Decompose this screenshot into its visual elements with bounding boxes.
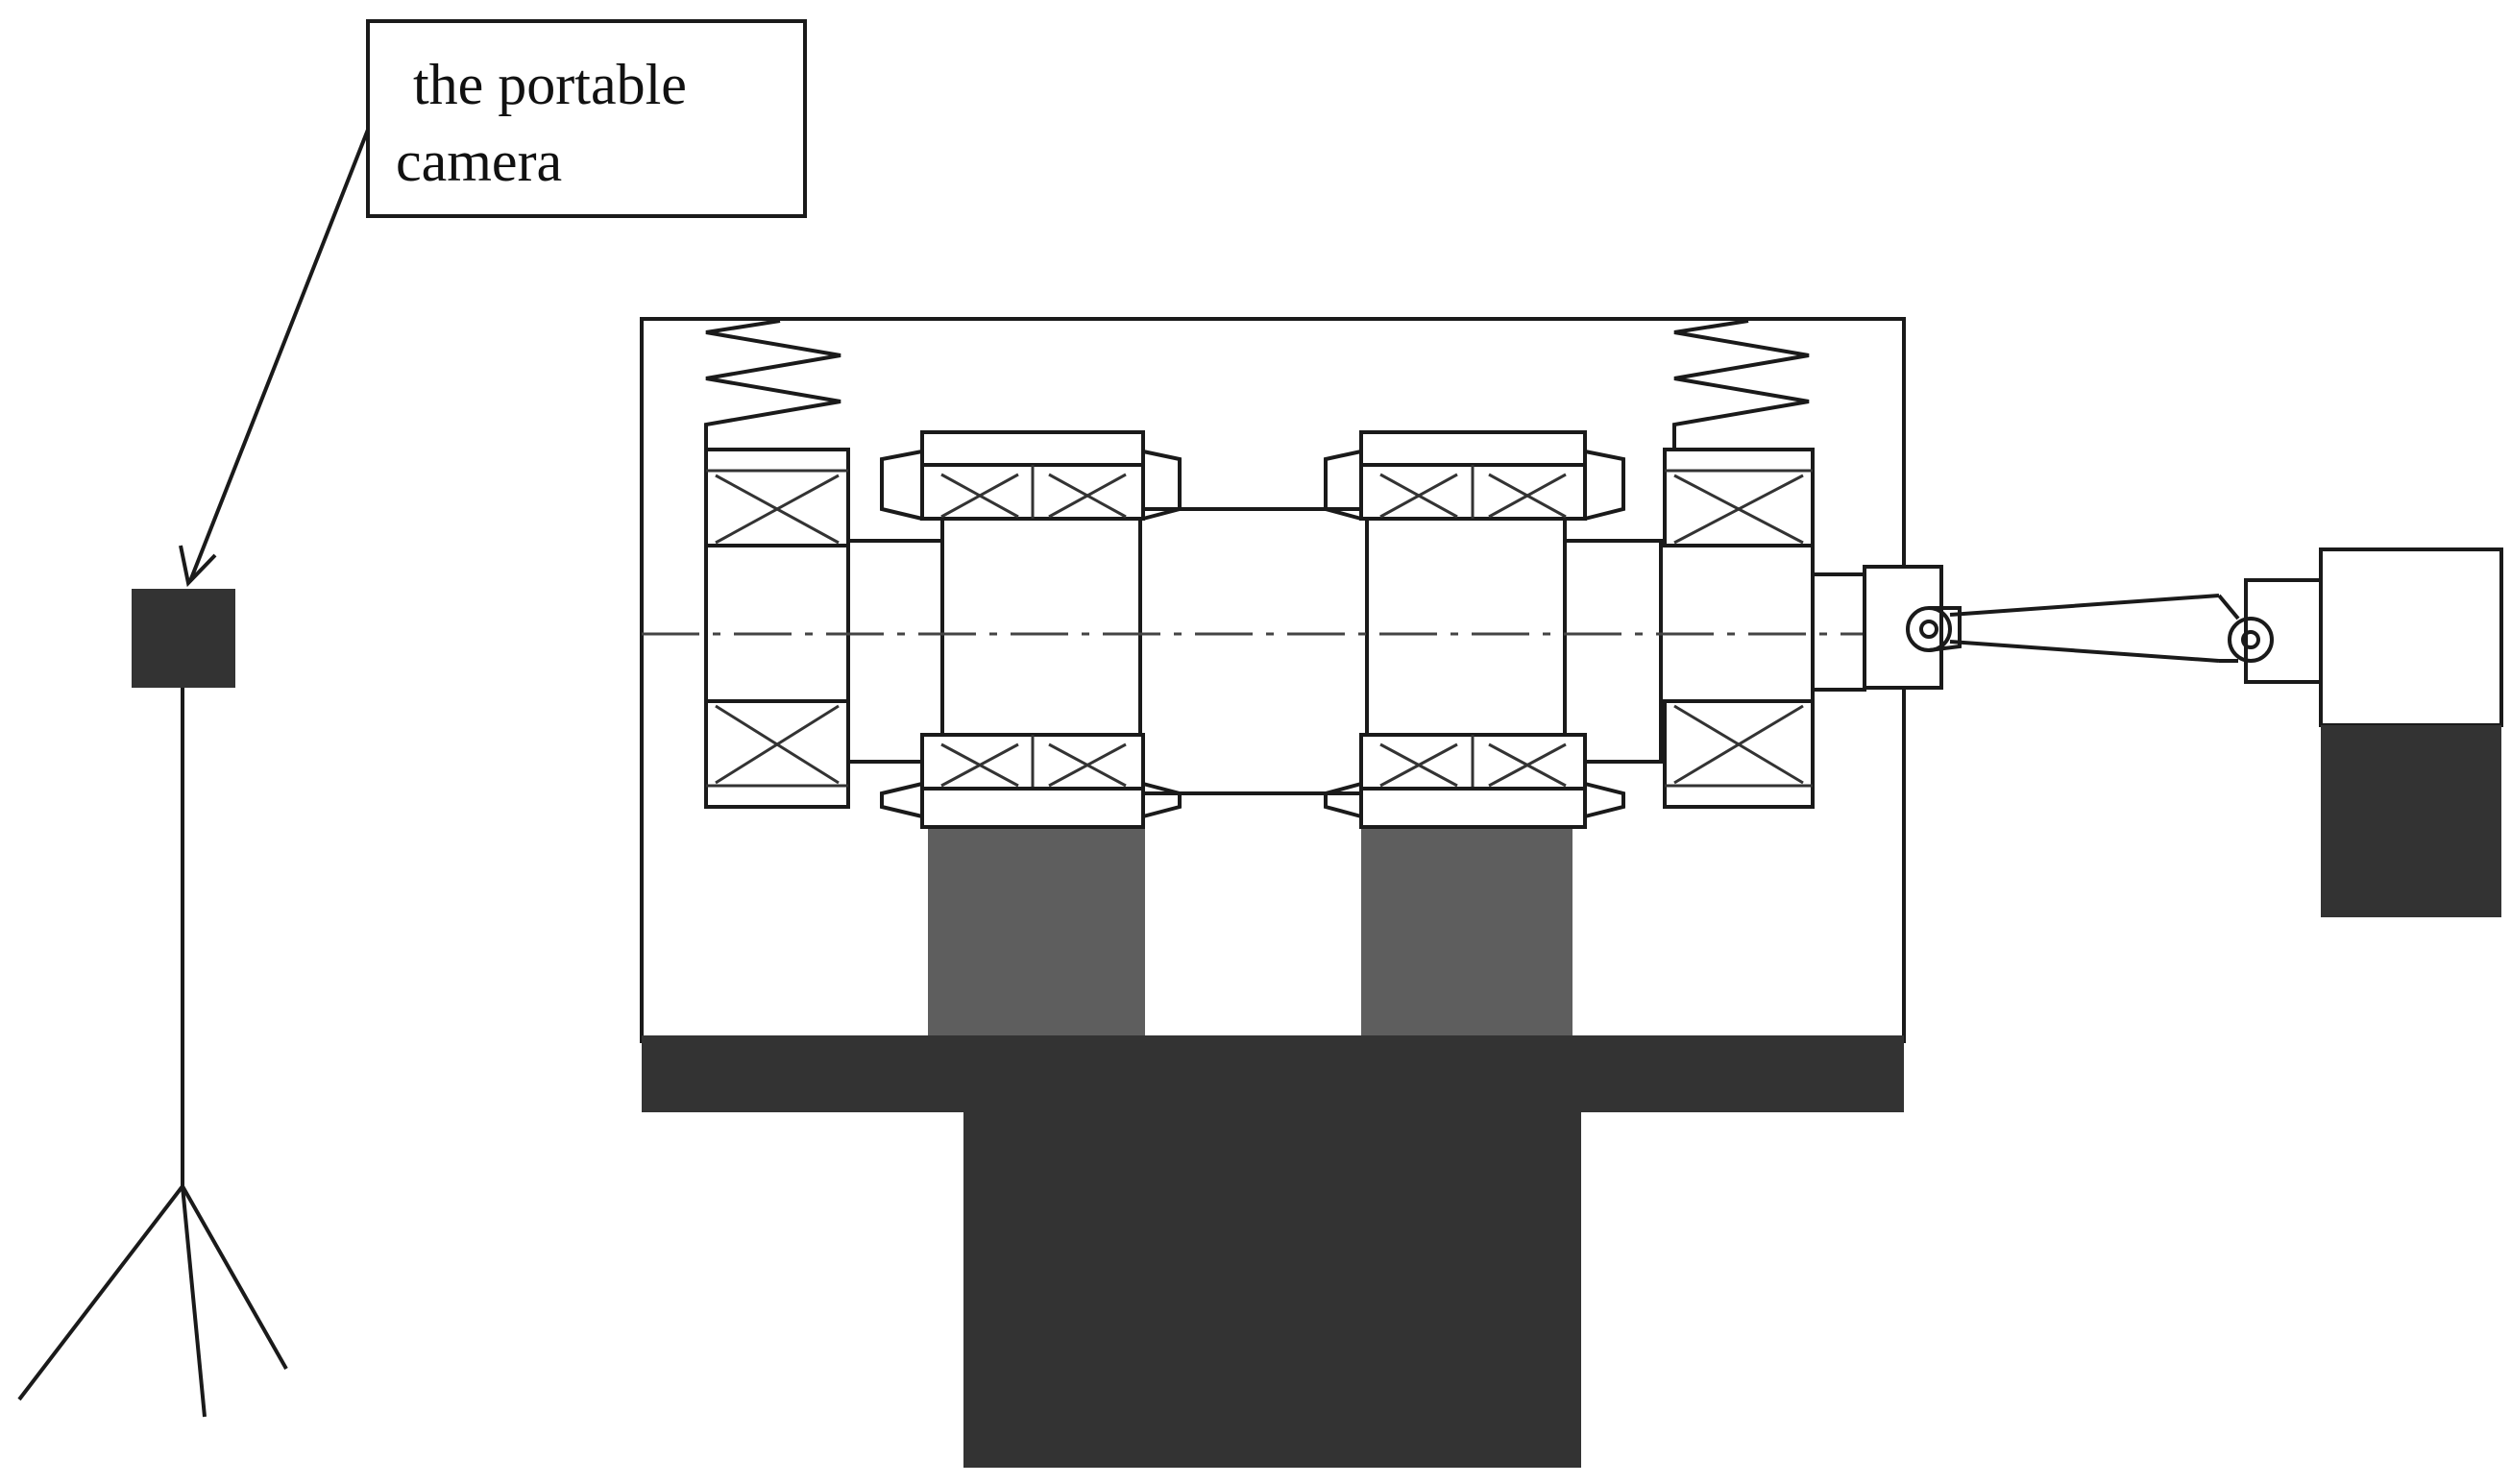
portable-camera (17, 589, 288, 1418)
motor-lower (2321, 725, 2501, 917)
base-plate (642, 1035, 1904, 1112)
tripod-leg-right (181, 1185, 288, 1370)
bearing-test-rig (640, 317, 2503, 1468)
shaft-middle (1138, 507, 1369, 795)
test-bearing-right (1324, 430, 1625, 829)
support-bearing-right-bottom (1663, 699, 1815, 809)
support-bearing-right-top (1663, 448, 1815, 547)
camera-body (132, 589, 235, 688)
spring-right (1672, 319, 1810, 450)
spring-left (704, 319, 841, 450)
callout-box (366, 19, 807, 218)
support-bearing-left-top (704, 448, 850, 547)
test-bearing-left (880, 430, 1182, 829)
shaft-step-left (846, 539, 944, 764)
callout-line-1: the portable (413, 53, 687, 116)
support-bearing-left-bottom (704, 699, 850, 809)
shaft-end (1811, 572, 1866, 692)
callout-arrow-line (188, 129, 370, 582)
motor-upper (2319, 547, 2503, 727)
tripod-leg-center (181, 1185, 207, 1418)
load-support-left (928, 826, 1145, 1035)
load-support-right (1361, 826, 1572, 1035)
drive-motor (2319, 547, 2503, 917)
camera-callout: the portable camera (179, 19, 807, 588)
tripod-leg-left (17, 1184, 184, 1401)
callout-line-2: camera (396, 130, 562, 193)
shaft-step-right (1563, 539, 1663, 764)
callout-arrowhead (179, 545, 217, 588)
pedestal (963, 1112, 1581, 1468)
coupling (1863, 565, 2323, 690)
